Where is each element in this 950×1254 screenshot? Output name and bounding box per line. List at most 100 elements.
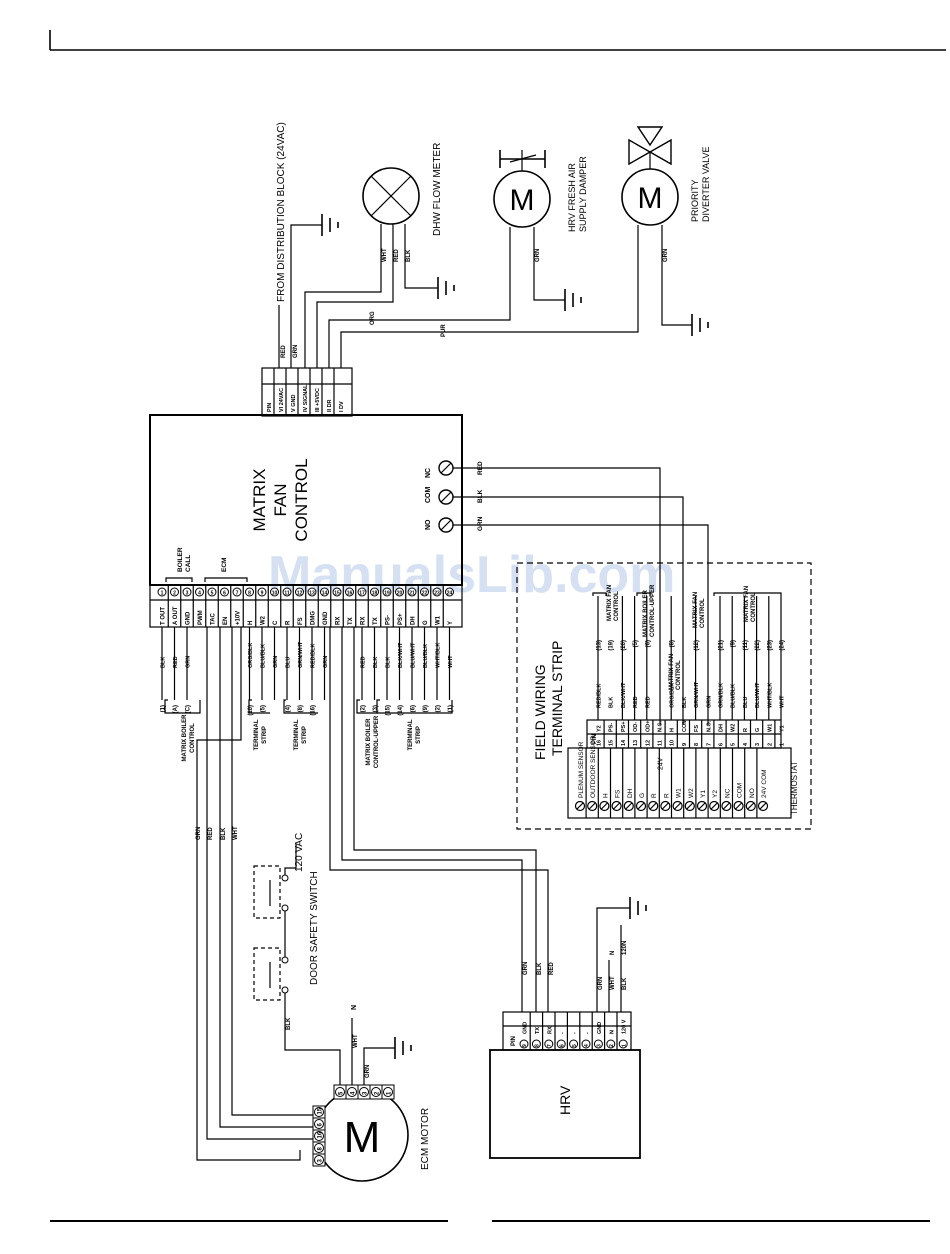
pin-wire-color: BLU/BLK [261, 644, 267, 668]
pin-name: H [248, 621, 254, 625]
pin-number-circle [432, 587, 442, 597]
hrv-pin-name: TX [535, 1027, 541, 1034]
hrv-pin-number: 6 [559, 1044, 565, 1047]
pin-number: 2 [173, 591, 176, 597]
top-connector-pin: II DR [327, 399, 333, 412]
pin-name: R [286, 620, 292, 625]
pin-number: 11 [284, 591, 290, 597]
field-pin-number: 7 [706, 743, 712, 746]
pin-number: 7 [236, 591, 239, 597]
pin-number-circle [320, 587, 329, 597]
pin-number-circle [370, 587, 379, 597]
pin-wire-ref: (6) [411, 705, 417, 712]
hrv-pin-name: RX [547, 1026, 553, 1034]
svg-text:GRN: GRN [523, 962, 529, 975]
ecm-side-pin: 16 [318, 1131, 324, 1138]
pin-number: 16 [347, 591, 353, 597]
field-pin-name: R [743, 728, 749, 732]
hrv-pin-number: 4 [584, 1044, 590, 1047]
svg-text:CONTROL: CONTROL [292, 458, 311, 541]
pin-wire-color: BLK [386, 657, 392, 668]
field-wire-color: BLK/WHT [621, 682, 627, 708]
svg-text:STRIP: STRIP [302, 726, 308, 744]
svg-text:BLK: BLK [537, 962, 543, 975]
field-pin-number: 2 [767, 743, 773, 746]
pin-number: 10 [272, 591, 278, 597]
ecm-top-pin: 1 [387, 1091, 393, 1095]
pin-number: 19 [384, 591, 390, 597]
pin-number-circle [382, 587, 392, 597]
pin-number-circle [232, 587, 242, 597]
pin-number-circle [445, 587, 454, 597]
svg-text:CALL: CALL [185, 555, 192, 572]
field-wiring-title: FIELD WIRING TERMINAL STRIP [532, 641, 565, 760]
field-wire-color: RED [645, 696, 651, 708]
svg-text:PIN: PIN [592, 734, 598, 744]
thermostat-label: R [663, 793, 670, 798]
ecm-top-pin: 3 [363, 1091, 369, 1095]
pin-wire-color: RED [173, 656, 179, 668]
svg-text:FAN: FAN [271, 483, 290, 516]
pin-wire-ref: (15) [386, 705, 392, 716]
pin-number: 1 [161, 591, 164, 597]
ground-symbol [437, 277, 455, 299]
field-wire-color: GRN/BLK [719, 683, 725, 708]
pin-wire-ref: (2) [361, 705, 367, 712]
thermostat-label: NO [749, 788, 756, 798]
thermostat-label: FS [615, 789, 622, 798]
relay-label-no: NO [425, 519, 432, 530]
field-pin-name: G [755, 728, 761, 732]
pin-name: +10V [236, 611, 242, 625]
svg-text:SUPPLY DAMPER: SUPPLY DAMPER [578, 156, 588, 232]
pin-name: PWM [198, 610, 204, 625]
pin-number: 5 [211, 591, 214, 597]
pin-number: 17 [359, 591, 365, 597]
svg-text:HRV: HRV [557, 1085, 573, 1115]
svg-text:THERMOSTAT: THERMOSTAT [790, 761, 799, 815]
matrix-fan-control-label: MATRIX FAN CONTROL [250, 458, 311, 541]
field-pin-name: PS+ [621, 721, 627, 732]
pin-number-circle [257, 587, 267, 597]
field-wire-ref: (20) [621, 640, 627, 651]
field-pin-name: DH [719, 724, 725, 732]
top-connector-pin: PIN [267, 403, 273, 412]
pin-wire-ref: (1) [161, 705, 167, 712]
pin-number-circle [182, 587, 192, 597]
ground-symbol [394, 1037, 412, 1059]
thermostat-label: OUTDOOR SENSOR [590, 735, 597, 798]
pin-wire-color: WHT/BLK [436, 643, 442, 668]
svg-text:CONTROL: CONTROL [700, 598, 706, 628]
relay-terminals: NC COM NO [425, 460, 454, 533]
hrv-pin-name: - [572, 1032, 578, 1034]
distribution-block-lead: FROM DISTRIBUTION BLOCK (24VAC) RED GRN [276, 122, 322, 368]
svg-text:MATRIX FAN: MATRIX FAN [607, 585, 613, 621]
hrv-comm-wires: GRN BLK RED [329, 627, 555, 1012]
pin-number: 3 [186, 591, 189, 597]
svg-text:M: M [510, 184, 535, 217]
svg-text:MATRIX FAN: MATRIX FAN [669, 654, 675, 690]
field-pin-name: W2 [731, 724, 737, 732]
field-pin-name: N.C. [658, 721, 664, 732]
pin-number-circle [345, 587, 354, 597]
field-wire-ref: (8) [670, 640, 676, 647]
field-pin-number: 8 [694, 743, 700, 746]
svg-text:FROM DISTRIBUTION BLOCK (24VAC: FROM DISTRIBUTION BLOCK (24VAC) [276, 122, 287, 302]
pin-number: 8 [248, 591, 251, 597]
field-wire-ref: (19) [609, 640, 615, 651]
pin-wire-color: GRN [323, 656, 329, 668]
svg-text:BLK: BLK [622, 977, 628, 990]
field-wire-color: GRN [706, 696, 712, 708]
pin-number-circle [295, 587, 304, 597]
svg-text:BLK: BLK [406, 249, 412, 262]
svg-text:M: M [344, 1113, 381, 1162]
pin-name: RX [361, 617, 367, 625]
pin-wire-color: RED/BLK [311, 644, 317, 668]
top-connector-pin: IV SIGNAL [303, 384, 309, 412]
svg-text:ECM: ECM [221, 558, 228, 572]
field-pin-number: 4 [743, 742, 749, 746]
hrv-pin-number: 2 [609, 1044, 615, 1047]
svg-text:N: N [610, 951, 616, 955]
pin-wire-ref: (A) [173, 705, 179, 713]
